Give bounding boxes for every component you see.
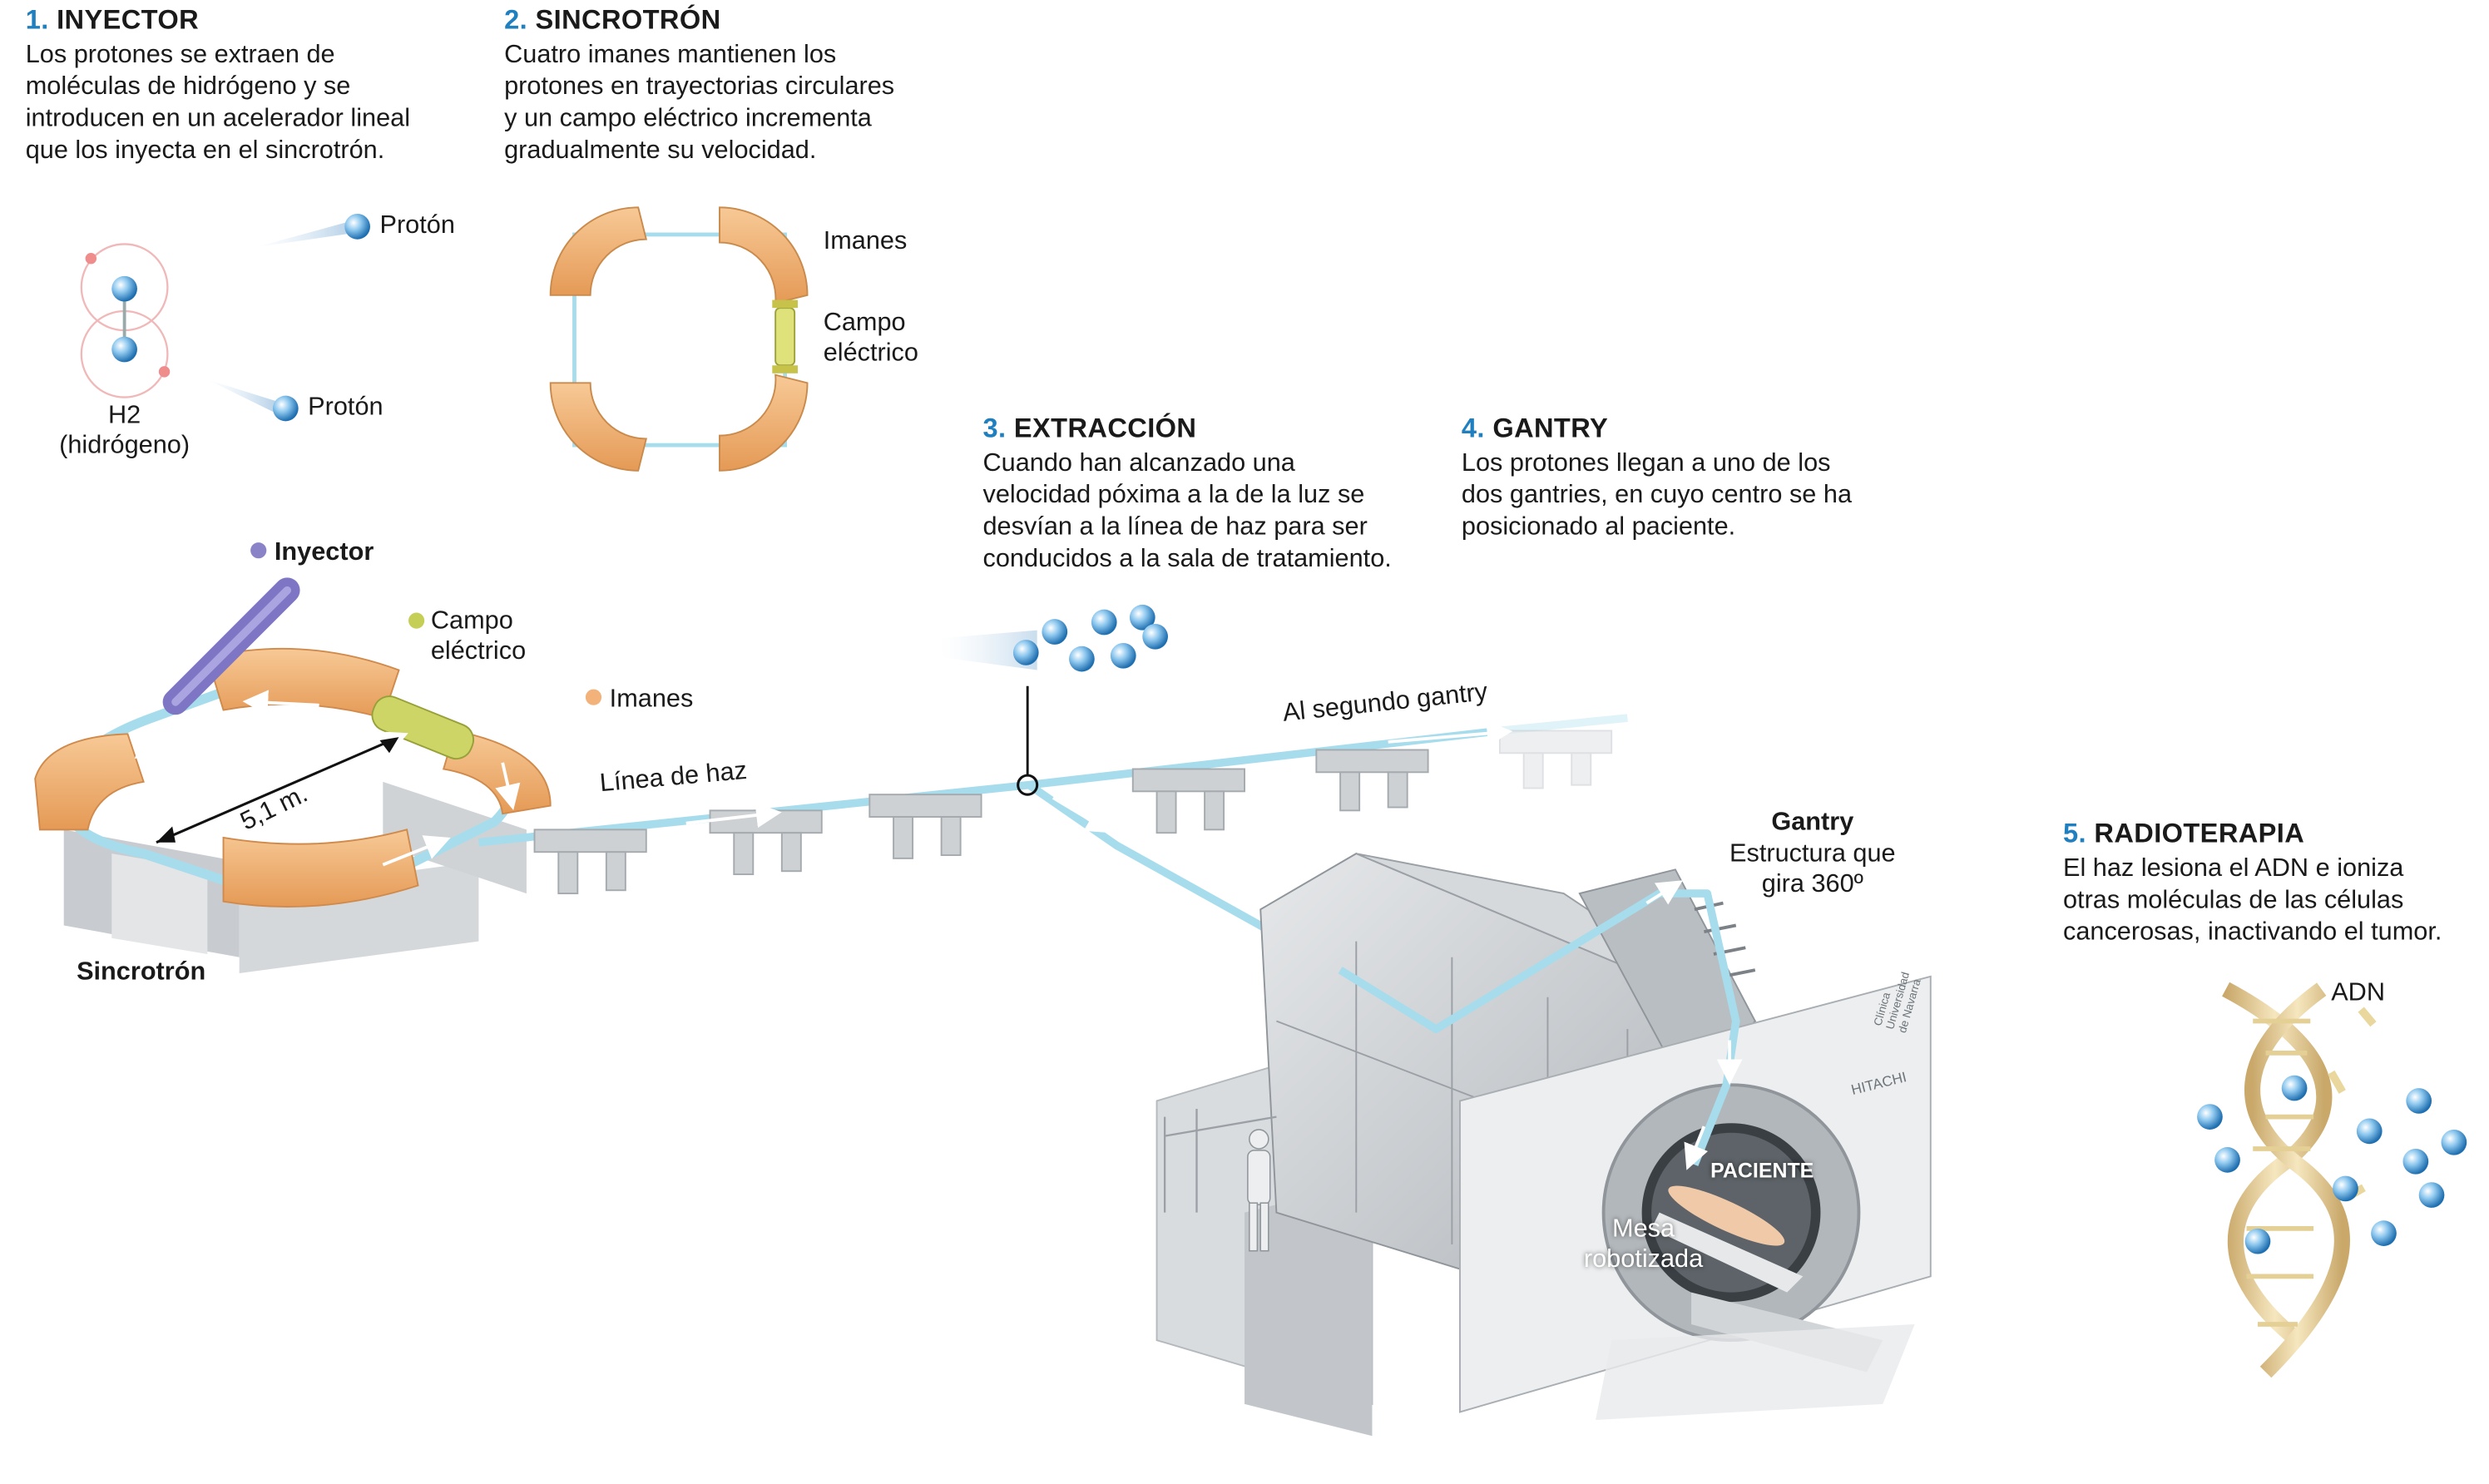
proton-label: Protón <box>308 393 383 422</box>
injector-legend-dot <box>250 542 267 559</box>
step-number: 5. <box>2062 818 2086 849</box>
proton-icon <box>255 214 370 248</box>
step-title: 3. EXTRACCIÓN <box>982 413 1391 445</box>
injector-label: Inyector <box>250 537 374 567</box>
step-gantry: 4. GANTRY Los protones llegan a uno de l… <box>1462 413 1852 544</box>
step-number: 2. <box>504 4 528 36</box>
beam-line <box>478 685 1628 974</box>
step-description: Cuatro imanes mantienen los protones en … <box>504 41 895 165</box>
synchrotron-schematic-icon <box>549 206 809 472</box>
step-title: 2. SINCROTRÓN <box>504 5 894 37</box>
proton-cluster-icon <box>941 604 1168 672</box>
step-description: El haz lesiona el ADN e ioniza otras mol… <box>2062 855 2442 947</box>
gantry-subtitle: Estructura que gira 360º <box>1729 840 1896 898</box>
step-inyector: 1. INYECTOR Los protones se extraen de m… <box>26 5 410 168</box>
magnets-inset-label: Imanes <box>823 228 908 255</box>
proton-label: Protón <box>379 212 455 240</box>
synchrotron-ring <box>34 577 552 973</box>
step-number: 1. <box>25 4 49 36</box>
step-description: Los protones llegan a uno de los dos gan… <box>1461 449 1853 542</box>
magnets-legend-dot <box>585 689 602 705</box>
synchrotron-label: Sincrotrón <box>77 958 206 987</box>
step-title: 1. INYECTOR <box>26 5 410 37</box>
step-extraccion: 3. EXTRACCIÓN Cuando han alcanzado una v… <box>982 413 1391 576</box>
gantry-machine <box>1155 853 1932 1437</box>
step-title-text: SINCROTRÓN <box>535 4 721 36</box>
field-legend-dot <box>408 612 425 629</box>
step-number: 3. <box>982 413 1007 444</box>
field-label-text: Campo eléctrico <box>430 607 527 665</box>
step-description: Los protones se extraen de moléculas de … <box>25 41 411 165</box>
hydrogen-label: H2 (hidrógeno) <box>59 402 191 460</box>
gantry-title: Gantry <box>1771 809 1854 837</box>
field-inset-label: Campo eléctrico <box>823 309 918 368</box>
step-title-text: INYECTOR <box>57 4 200 36</box>
step-sincrotron: 2. SINCROTRÓN Cuatro imanes mantienen lo… <box>504 5 894 168</box>
magnets-label-text: Imanes <box>609 685 694 714</box>
patient-label: PACIENTE <box>1710 1158 1814 1183</box>
step-title: 5. RADIOTERAPIA <box>2063 819 2442 850</box>
robotic-table-label: Mesa robotizada <box>1583 1215 1704 1274</box>
step-title-text: EXTRACCIÓN <box>1013 413 1197 444</box>
dna-helix-icon <box>2197 982 2467 1378</box>
proton-icon <box>2197 1075 2467 1254</box>
step-radioterapia: 5. RADIOTERAPIA El haz lesiona el ADN e … <box>2063 819 2442 949</box>
step-title: 4. GANTRY <box>1462 413 1852 445</box>
field-label: Campo eléctrico <box>408 606 526 667</box>
step-title-text: GANTRY <box>1492 413 1609 444</box>
step-number: 4. <box>1461 413 1485 444</box>
proton-icon <box>207 379 299 422</box>
step-description: Cuando han alcanzado una velocidad póxim… <box>982 449 1392 573</box>
step-title-text: RADIOTERAPIA <box>2094 818 2305 849</box>
dna-label: ADN <box>2331 979 2385 1007</box>
magnets-label: Imanes <box>585 685 694 715</box>
injector-label-text: Inyector <box>274 539 374 566</box>
hydrogen-molecule-icon <box>80 243 171 398</box>
